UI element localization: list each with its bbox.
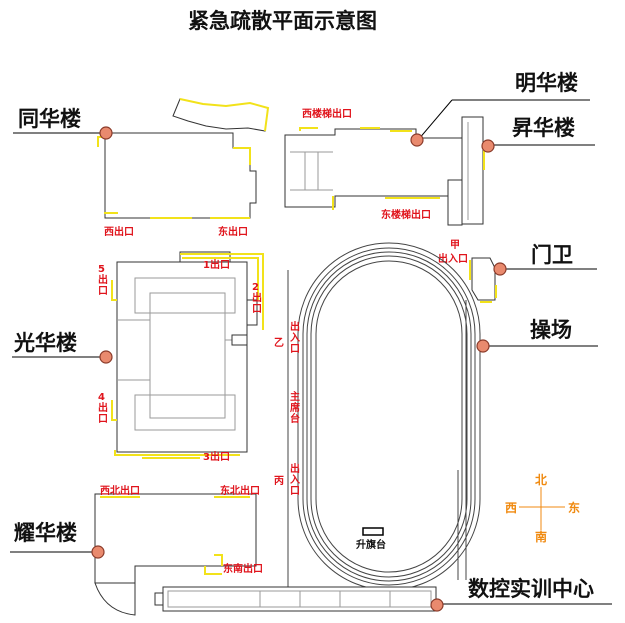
- tonghua-main: [104, 132, 257, 219]
- tonghua-east-exit: 东出口: [218, 225, 248, 238]
- yaohua-northwest-exit: 西北出口: [100, 484, 140, 497]
- shenghua-main: [461, 116, 484, 225]
- minghua-marker: [410, 133, 424, 147]
- caochang-label: 操场: [530, 318, 572, 342]
- minghua-east-stair-exit: 东楼梯出口: [381, 208, 431, 221]
- flag-platform: [362, 527, 384, 536]
- compass-west: 西: [505, 501, 517, 515]
- shenghua-building: [447, 116, 485, 226]
- yaohua-northeast-exit: 东北出口: [220, 484, 260, 497]
- compass-north: 北: [535, 472, 547, 487]
- shukong-marker: [430, 598, 444, 612]
- tonghua-west-exit: 西出口: [104, 225, 134, 238]
- minghua-label: 明华楼: [515, 71, 578, 95]
- tonghua-building: [97, 98, 270, 219]
- caochang-marker: [476, 339, 490, 353]
- shukong-building: [154, 586, 437, 612]
- yi-label: 乙: [274, 337, 284, 349]
- shukong-label: 数控实训中心: [468, 577, 594, 601]
- gate-jia-entrance: 出入口: [438, 252, 468, 265]
- yaohua-southeast-exit: 东南出口: [223, 562, 263, 575]
- compass-east: 东: [568, 500, 580, 515]
- minghua-building: [284, 127, 463, 210]
- gate-jia-label: 甲: [450, 239, 460, 251]
- yaohua-building: [94, 493, 257, 616]
- gatehouse: [471, 257, 496, 301]
- guanghua-courtyard: [149, 292, 226, 419]
- track-inner: [315, 260, 463, 573]
- menwei-label: 门卫: [531, 243, 573, 267]
- sports-field: [287, 242, 481, 591]
- map-title: 紧急疏散平面示意图: [188, 9, 377, 33]
- menwei-building: [469, 257, 497, 303]
- minghua-leader: [417, 99, 453, 141]
- guanghua-exit-3: 3出口: [203, 450, 230, 463]
- guanghua-building: [111, 251, 264, 459]
- shenghua-label: 昇华楼: [512, 116, 575, 140]
- tonghua-label: 同华楼: [18, 107, 81, 131]
- yaohua-marker: [91, 545, 105, 559]
- compass-south: 南: [535, 529, 547, 544]
- flag-platform-label: 升旗台: [356, 538, 386, 551]
- minghua-main: [284, 128, 463, 208]
- yaohua-curve: [94, 582, 136, 616]
- menwei-marker: [493, 262, 507, 276]
- yaohua-label: 耀华楼: [14, 521, 77, 545]
- guanghua-marker: [99, 350, 113, 364]
- compass: [519, 487, 565, 530]
- guanghua-outline: [116, 261, 248, 453]
- guanghua-exit-1: 1出口: [203, 258, 230, 271]
- podium-label: 主席台: [290, 390, 300, 425]
- guanghua-label: 光华楼: [13, 331, 77, 355]
- bing-entrance: 出入口: [290, 462, 300, 497]
- track-outer: [297, 242, 481, 591]
- minghua-west-stair-exit: 西楼梯出口: [302, 107, 352, 120]
- tonghua-marker: [99, 126, 113, 140]
- shenghua-marker: [481, 139, 495, 153]
- bing-label: 丙: [274, 475, 284, 487]
- yi-entrance: 出入口: [290, 320, 300, 355]
